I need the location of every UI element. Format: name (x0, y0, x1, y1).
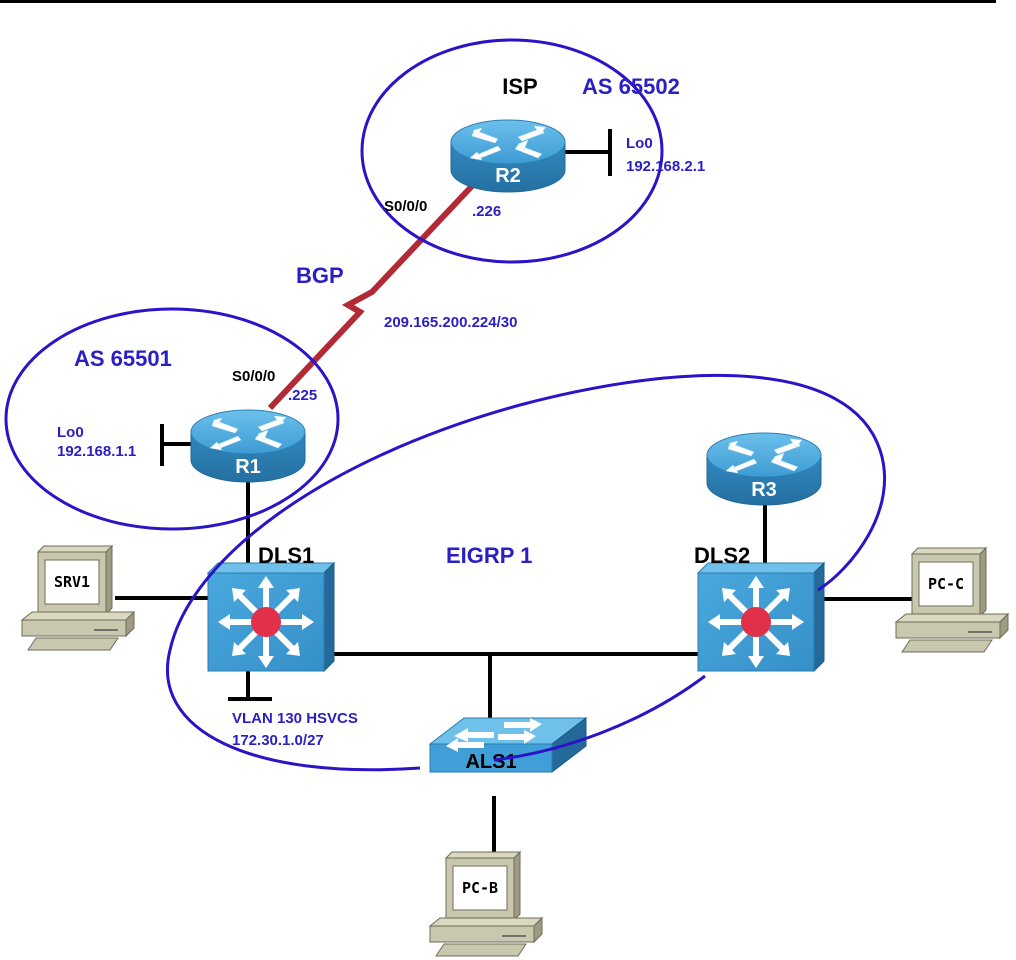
multilayer-switch-dls2[interactable] (698, 563, 824, 671)
switch-als1-label: ALS1 (465, 751, 516, 773)
r2-lo0-address: 192.168.2.1 (626, 158, 705, 175)
dls1-label: DLS1 (258, 543, 314, 568)
router-r1-label: R1 (235, 456, 261, 478)
dls1-vlan-subnet: 172.30.1.0/27 (232, 732, 324, 749)
pc-srv1-label: SRV1 (54, 573, 90, 591)
router-r1[interactable]: R1 (190, 409, 306, 483)
router-r3[interactable]: R3 (706, 432, 822, 506)
dls2-label: DLS2 (694, 543, 750, 568)
r2-lo0-name: Lo0 (626, 135, 653, 152)
pc-pcc-label: PC-C (928, 575, 964, 593)
r1-lo0-address: 192.168.1.1 (57, 443, 136, 460)
as65502-boundary (360, 38, 664, 264)
switch-als1[interactable]: ALS1 (428, 716, 588, 774)
links (115, 129, 912, 852)
router-r2-label: R2 (495, 165, 521, 187)
pc-pcb-label: PC-B (462, 879, 498, 897)
r1-serial-interface: S0/0/0 (232, 368, 275, 385)
pc-pcb[interactable]: PC-B (429, 851, 543, 957)
r1-lo0-name: Lo0 (57, 424, 84, 441)
r2-serial-host: .226 (472, 203, 501, 220)
eigrp-boundary (166, 373, 887, 772)
r2-serial-interface: S0/0/0 (384, 198, 427, 215)
bgp-label: BGP (296, 263, 344, 288)
as65501-label: AS 65501 (74, 346, 172, 371)
dls1-vlan-name: VLAN 130 HSVCS (232, 710, 358, 727)
bgp-serial-link (267, 183, 475, 411)
isp-role-label: ISP (502, 74, 537, 99)
pc-srv1[interactable]: SRV1 (21, 545, 135, 651)
as65502-label: AS 65502 (582, 74, 680, 99)
eigrp-label: EIGRP 1 (446, 543, 532, 568)
pc-pcc[interactable]: PC-C (895, 547, 1009, 653)
router-r3-label: R3 (751, 479, 777, 501)
bgp-subnet-label: 209.165.200.224/30 (384, 314, 517, 331)
as65501-boundary (4, 307, 340, 531)
router-r2[interactable]: R2 (450, 119, 566, 193)
multilayer-switch-dls1[interactable] (208, 563, 334, 671)
r1-serial-host: .225 (288, 387, 317, 404)
